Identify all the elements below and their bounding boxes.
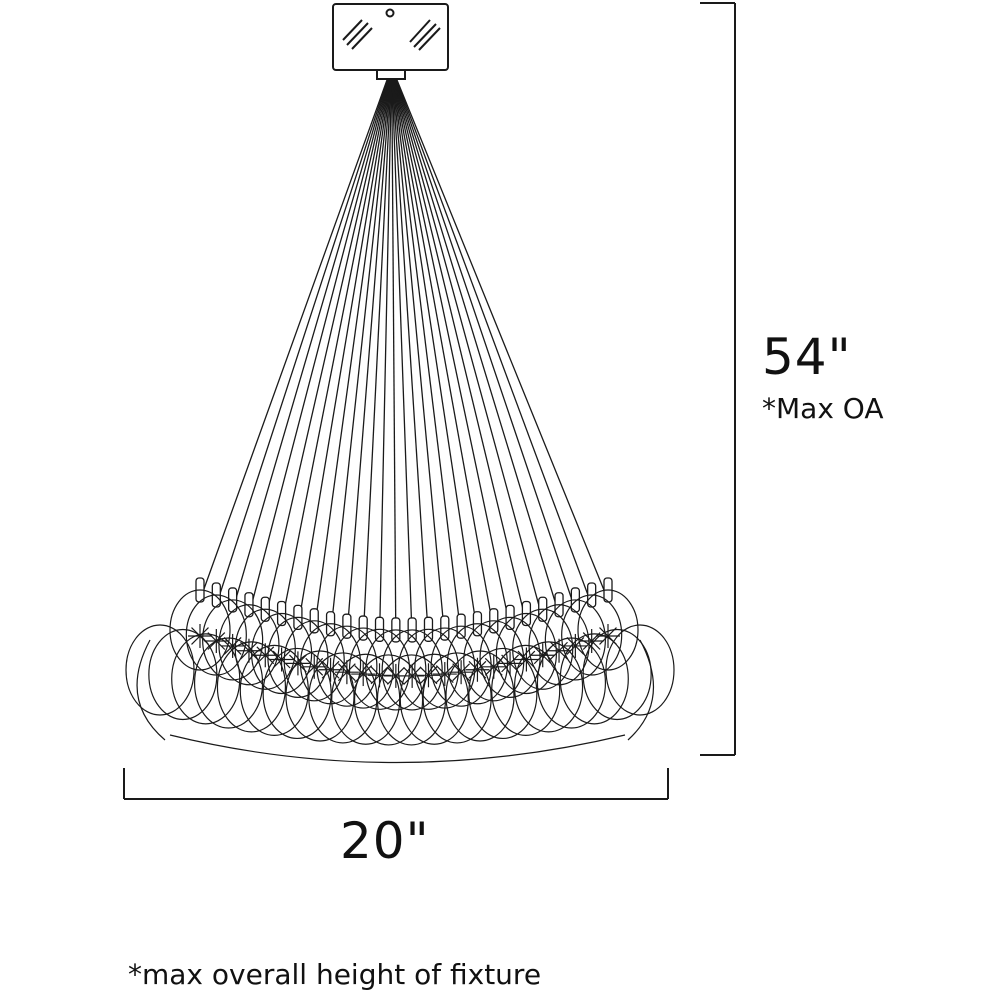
pendant-globe	[544, 599, 606, 681]
canopy	[332, 3, 449, 80]
pendant-globe	[125, 624, 195, 716]
pendant-globe	[169, 589, 231, 671]
height-dimension-label: 54"	[762, 328, 852, 386]
height-dimension-line	[700, 2, 736, 756]
pendant-star	[517, 650, 536, 669]
pendant-globe	[171, 633, 241, 725]
pendant-cable	[396, 79, 609, 601]
pendant-cable	[393, 79, 479, 634]
pendant-star	[305, 657, 324, 676]
pendant-star	[240, 641, 258, 660]
pendant-cable	[391, 79, 397, 640]
pendant-globe	[491, 644, 561, 737]
pendant-cable	[232, 79, 389, 611]
pendant-cable	[215, 79, 389, 606]
pendant-globe	[577, 589, 639, 671]
pendant-globe	[536, 637, 607, 729]
pendant-globe	[559, 633, 629, 725]
pendant-globes	[125, 589, 675, 764]
pendant-cable	[346, 79, 392, 637]
pendant-globe	[430, 625, 492, 707]
pendant-cable	[393, 79, 495, 631]
pendant-cable	[248, 79, 389, 615]
pendant-globe	[239, 644, 309, 737]
pendant-cable	[395, 79, 576, 611]
pendant-cable	[297, 79, 391, 628]
pendant-globe	[285, 650, 355, 742]
pendant-star	[337, 663, 356, 682]
canopy-glare	[342, 19, 363, 41]
pendant-cables	[195, 79, 613, 643]
pendant-globe	[365, 629, 427, 711]
pendant-star	[435, 665, 454, 683]
pendant-globe	[463, 620, 525, 702]
pendant-globe	[148, 628, 218, 721]
pendant-cable	[313, 79, 391, 631]
pendant-cable	[329, 79, 391, 634]
pendant-globe	[251, 612, 313, 695]
pendant-globe	[468, 647, 538, 740]
pendant-globe	[316, 625, 378, 707]
pendant-globe	[218, 604, 280, 686]
pendant-globe	[381, 629, 443, 711]
pendant-cable	[378, 79, 393, 640]
pendant-cable	[395, 79, 560, 615]
pendant-cable	[391, 79, 413, 640]
pendant-cable	[392, 79, 462, 637]
pendant-star	[419, 666, 438, 685]
pendant-cable	[394, 79, 528, 624]
pendant-cable	[264, 79, 390, 620]
pendant-globe	[561, 594, 623, 676]
pendant-star	[272, 650, 291, 669]
pendant-globe	[332, 627, 394, 709]
cluster-edge-left	[136, 639, 166, 741]
pendant-globe	[202, 599, 264, 681]
height-dimension-note: *Max OA	[762, 392, 884, 425]
pendant-star	[501, 654, 519, 673]
pendant-cable	[362, 79, 392, 639]
canopy-glare	[409, 19, 431, 43]
pendant-globe	[399, 653, 469, 745]
pendant-globe	[376, 654, 447, 746]
pendant-cable	[391, 79, 430, 640]
pendant-cable	[280, 79, 390, 624]
pendant-cable	[393, 79, 511, 628]
pendant-globe	[283, 620, 345, 702]
pendant-star	[321, 660, 340, 679]
pendant-globe	[193, 637, 264, 729]
canopy-glare	[413, 23, 437, 48]
pendant-globe	[216, 641, 287, 733]
pendant-globe	[422, 652, 492, 744]
pendant-cable	[395, 79, 593, 606]
pendant-star	[582, 632, 601, 650]
canopy-collar	[376, 69, 406, 80]
pendant-star	[599, 627, 617, 645]
pendant-star	[403, 667, 422, 685]
pendant-globe	[513, 641, 584, 733]
cluster-edge-right	[627, 639, 654, 741]
pendant-star	[550, 641, 568, 660]
footnote: *max overall height of fixture	[128, 958, 542, 991]
width-dimension-label: 20"	[340, 812, 430, 870]
pendant-globe	[605, 624, 675, 716]
canopy-glare	[351, 27, 373, 50]
cluster-bottom-edge	[169, 734, 626, 764]
pendant-globe	[234, 608, 296, 690]
pendant-cable	[394, 79, 544, 620]
canopy-glare	[418, 27, 441, 51]
pendant-globe	[262, 647, 332, 740]
pendant-cable	[199, 79, 388, 601]
pendant-star	[386, 667, 405, 685]
pendant-cable	[392, 79, 446, 639]
width-dimension-line	[123, 768, 669, 800]
pendant-globe	[445, 650, 515, 742]
canopy-screw-icon	[385, 8, 395, 18]
pendant-globe	[582, 628, 652, 721]
canopy-glare	[346, 22, 369, 46]
